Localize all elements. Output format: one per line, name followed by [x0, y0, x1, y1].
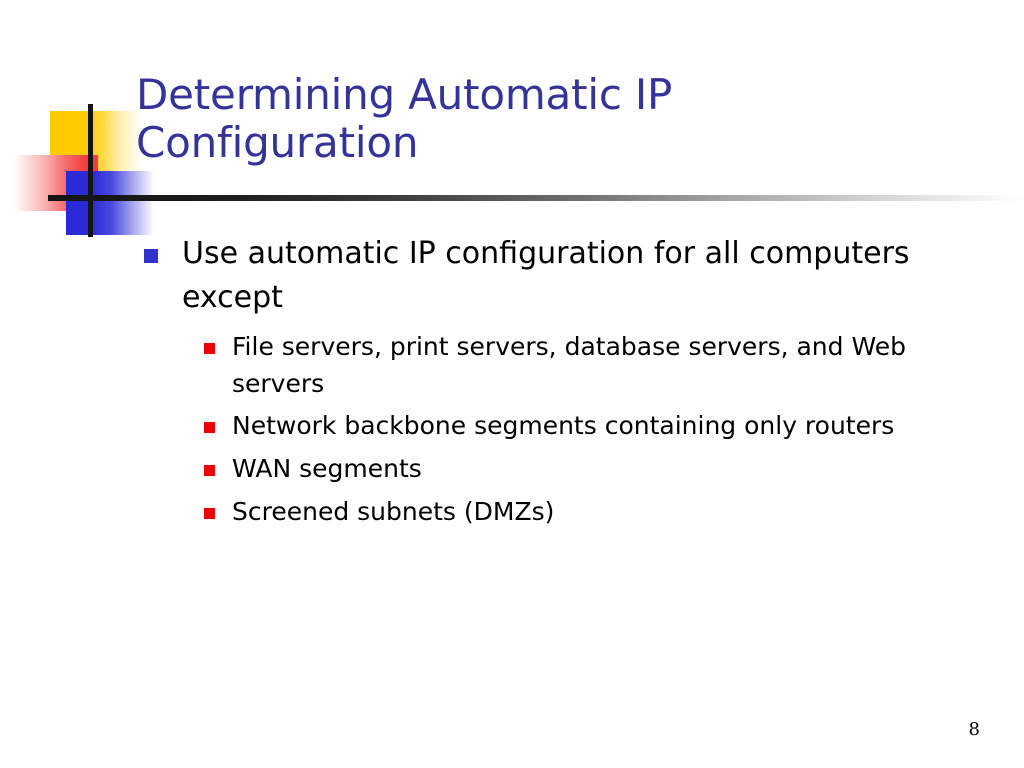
- list-item: Screened subnets (DMZs): [192, 494, 968, 531]
- bullet-text: Network backbone segments containing onl…: [232, 411, 895, 441]
- list-item: WAN segments: [192, 451, 968, 488]
- vertical-rule-icon: [88, 104, 93, 237]
- slide-body: Use automatic IP configuration for all c…: [0, 232, 1024, 537]
- bullet-list-level1: Use automatic IP configuration for all c…: [0, 232, 1024, 531]
- square-bullet-icon: [204, 507, 215, 519]
- bullet-list-level2: File servers, print servers, database se…: [182, 329, 968, 531]
- bullet-text: Use automatic IP configuration for all c…: [182, 236, 910, 316]
- square-bullet-icon: [204, 422, 215, 434]
- square-bullet-icon: [144, 249, 158, 263]
- slide-title: Determining Automatic IP Configuration: [136, 70, 673, 167]
- bullet-text: Screened subnets (DMZs): [232, 496, 555, 526]
- bullet-text: File servers, print servers, database se…: [232, 331, 906, 398]
- blue-square-icon: [66, 171, 154, 235]
- list-item: Use automatic IP configuration for all c…: [134, 232, 968, 531]
- list-item: Network backbone segments containing onl…: [192, 408, 968, 445]
- title-divider: [48, 195, 1024, 201]
- bullet-text: WAN segments: [232, 454, 422, 484]
- square-bullet-icon: [204, 342, 215, 354]
- square-bullet-icon: [204, 465, 215, 477]
- slide-logo-decoration: [0, 95, 200, 245]
- slide-number: 8: [968, 719, 980, 740]
- list-item: File servers, print servers, database se…: [192, 329, 968, 403]
